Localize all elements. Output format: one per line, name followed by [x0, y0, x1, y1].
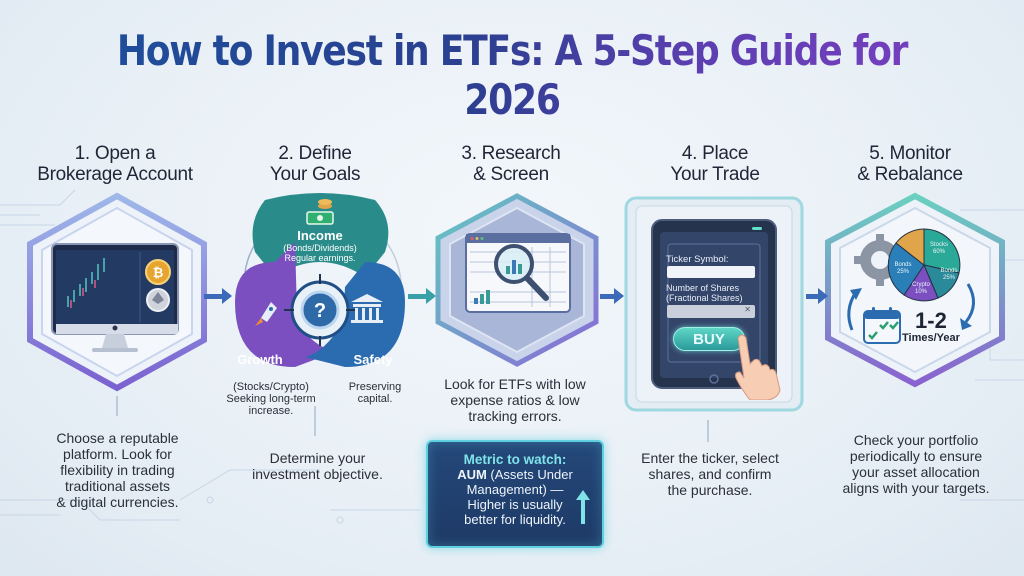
goal-growth-name: Growth: [237, 352, 283, 367]
allocation-pie-chart: [887, 228, 961, 302]
cycle-arrows-icon: [847, 283, 975, 331]
metric-line4: better for liquidity.: [464, 512, 566, 527]
shares-label-line1: Number of Shares: [666, 283, 740, 293]
step-2-title-line1: 2. Define: [278, 143, 352, 164]
goal-safety-detail: Preserving capital.: [345, 381, 405, 405]
step-4-title-line2: Your Trade: [670, 164, 760, 185]
step-1-title: 1. Open a Brokerage Account: [20, 143, 210, 185]
step-3-title-line1: 3. Research: [461, 143, 561, 164]
pie-bonds-value: 25%: [896, 269, 909, 275]
step-5-desc-line2: periodically to ensure: [849, 448, 983, 464]
step-1-desc-line3: flexibility in trading: [60, 462, 175, 478]
step-5-desc-line3: your asset allocation: [852, 464, 980, 480]
goal-growth-detail2: Seeking long-term: [226, 393, 316, 405]
step-1-desc-line5: & digital currencies.: [56, 494, 179, 510]
goal-safety-detail1: Preserving: [348, 381, 402, 393]
step-1-desc-line1: Choose a reputable: [56, 430, 179, 446]
pie-crypto-value: 10%: [914, 289, 927, 295]
step-1-desc-line4: traditional assets: [64, 478, 171, 494]
step-1-description: Choose a reputable platform. Look for fl…: [20, 430, 215, 510]
pie-crypto-label: Crypto: [912, 282, 930, 288]
pie-stocks-value: 60%: [932, 249, 945, 255]
metric-callout: Metric to watch: AUM (Assets Under Manag…: [426, 440, 604, 548]
goal-income-detail1: (Bonds/Dividends): [283, 243, 357, 253]
goal-growth-detail3: increase.: [248, 405, 294, 417]
pie-stocks-label: Stocks: [929, 242, 948, 248]
metric-line1: AUM (Assets Under: [428, 467, 602, 482]
pointing-hand-icon: [735, 334, 781, 400]
computer-monitor-with-crypto-chart-icon: ₿: [22, 192, 212, 392]
pie-label-bonds-left: Bonds 25%: [888, 262, 918, 276]
number-of-shares-input[interactable]: ✕: [667, 305, 755, 318]
rebalance-frequency: 1-2 Times/Year: [902, 308, 960, 345]
pie-bonds2-label: Bonds: [940, 268, 958, 274]
step-3-desc-line3: tracking errors.: [468, 408, 562, 424]
step-1-title-line1: 1. Open a: [74, 143, 156, 164]
step-3-desc-line1: Look for ETFs with low: [444, 376, 586, 392]
pie-bonds-label: Bonds: [894, 262, 912, 268]
number-of-shares-label: Number of Shares (Fractional Shares): [666, 283, 743, 303]
shares-label-line2: (Fractional Shares): [666, 293, 743, 303]
goal-safety-name: Safety: [353, 352, 393, 367]
step-1-desc-line2: platform. Look for: [63, 446, 172, 462]
step-2-title-line2: Your Goals: [269, 164, 361, 185]
step-1-title-line2: Brokerage Account: [37, 164, 193, 185]
step-2-description: Determine your investment objective.: [235, 450, 400, 482]
clear-icon[interactable]: ✕: [744, 305, 751, 314]
step-5-desc-line1: Check your portfolio: [853, 432, 979, 448]
up-arrow-icon: [576, 490, 590, 524]
step-4-desc-line2: shares, and confirm: [648, 466, 772, 482]
metric-heading: Metric to watch:: [463, 452, 567, 467]
page-title: How to Invest in ETFs: A 5-Step Guide fo…: [72, 26, 953, 124]
step-2-title: 2. Define Your Goals: [220, 143, 410, 185]
step-4-desc-line3: the purchase.: [667, 482, 753, 498]
ticker-symbol-label: Ticker Symbol:: [666, 254, 729, 265]
metric-line1-rest: (Assets Under: [486, 467, 573, 482]
svg-text:?: ?: [314, 300, 326, 322]
goal-income-name: Income: [297, 228, 343, 243]
step-5-title-line2: & Rebalance: [857, 164, 963, 185]
step-4-title: 4. Place Your Trade: [620, 143, 810, 185]
ticker-symbol-input[interactable]: [667, 266, 755, 278]
frequency-number: 1-2: [915, 308, 947, 333]
magnifier-over-spreadsheet-icon: [432, 192, 602, 368]
metric-line2: Management) —: [466, 482, 564, 497]
frequency-unit: Times/Year: [902, 332, 960, 344]
buy-button[interactable]: BUY: [673, 327, 745, 351]
calendar-check-icon: [863, 307, 901, 344]
step-3-description: Look for ETFs with low expense ratios & …: [420, 376, 610, 424]
step-4-description: Enter the ticker, select shares, and con…: [630, 450, 790, 498]
pie-bonds2-value: 25%: [942, 275, 955, 281]
step-4-title-line1: 4. Place: [681, 143, 749, 164]
metric-aum: AUM: [457, 467, 487, 482]
goal-income: Income (Bonds/Dividends) Regular earning…: [268, 228, 372, 263]
goal-cycle-icon: ?: [225, 192, 415, 382]
step-2-desc-line1: Determine your: [269, 450, 366, 466]
goal-income-detail2: Regular earnings.: [284, 253, 356, 263]
pie-label-crypto: Crypto 10%: [906, 282, 936, 296]
svg-text:₿: ₿: [153, 265, 164, 280]
step-5-desc-line4: aligns with your targets.: [842, 480, 990, 496]
goal-growth-detail: (Stocks/Crypto) Seeking long-term increa…: [226, 381, 316, 417]
goal-safety-detail2: capital.: [357, 393, 393, 405]
step-4-desc-line1: Enter the ticker, select: [641, 450, 779, 466]
step-5-title-line1: 5. Monitor: [869, 143, 951, 164]
step-5-title: 5. Monitor & Rebalance: [815, 143, 1005, 185]
metric-line3: Higher is usually: [467, 497, 563, 512]
step-3-desc-line2: expense ratios & low: [450, 392, 580, 408]
step-2-desc-line2: investment objective.: [252, 466, 383, 482]
pie-label-stocks: Stocks 60%: [924, 242, 954, 256]
step-3-title-line2: & Screen: [473, 164, 549, 185]
pie-label-bonds-right: Bonds 25%: [934, 268, 964, 282]
goal-growth-detail1: (Stocks/Crypto): [233, 381, 309, 393]
step-5-description: Check your portfolio periodically to ens…: [826, 432, 1006, 496]
step-3-title: 3. Research & Screen: [416, 143, 606, 185]
